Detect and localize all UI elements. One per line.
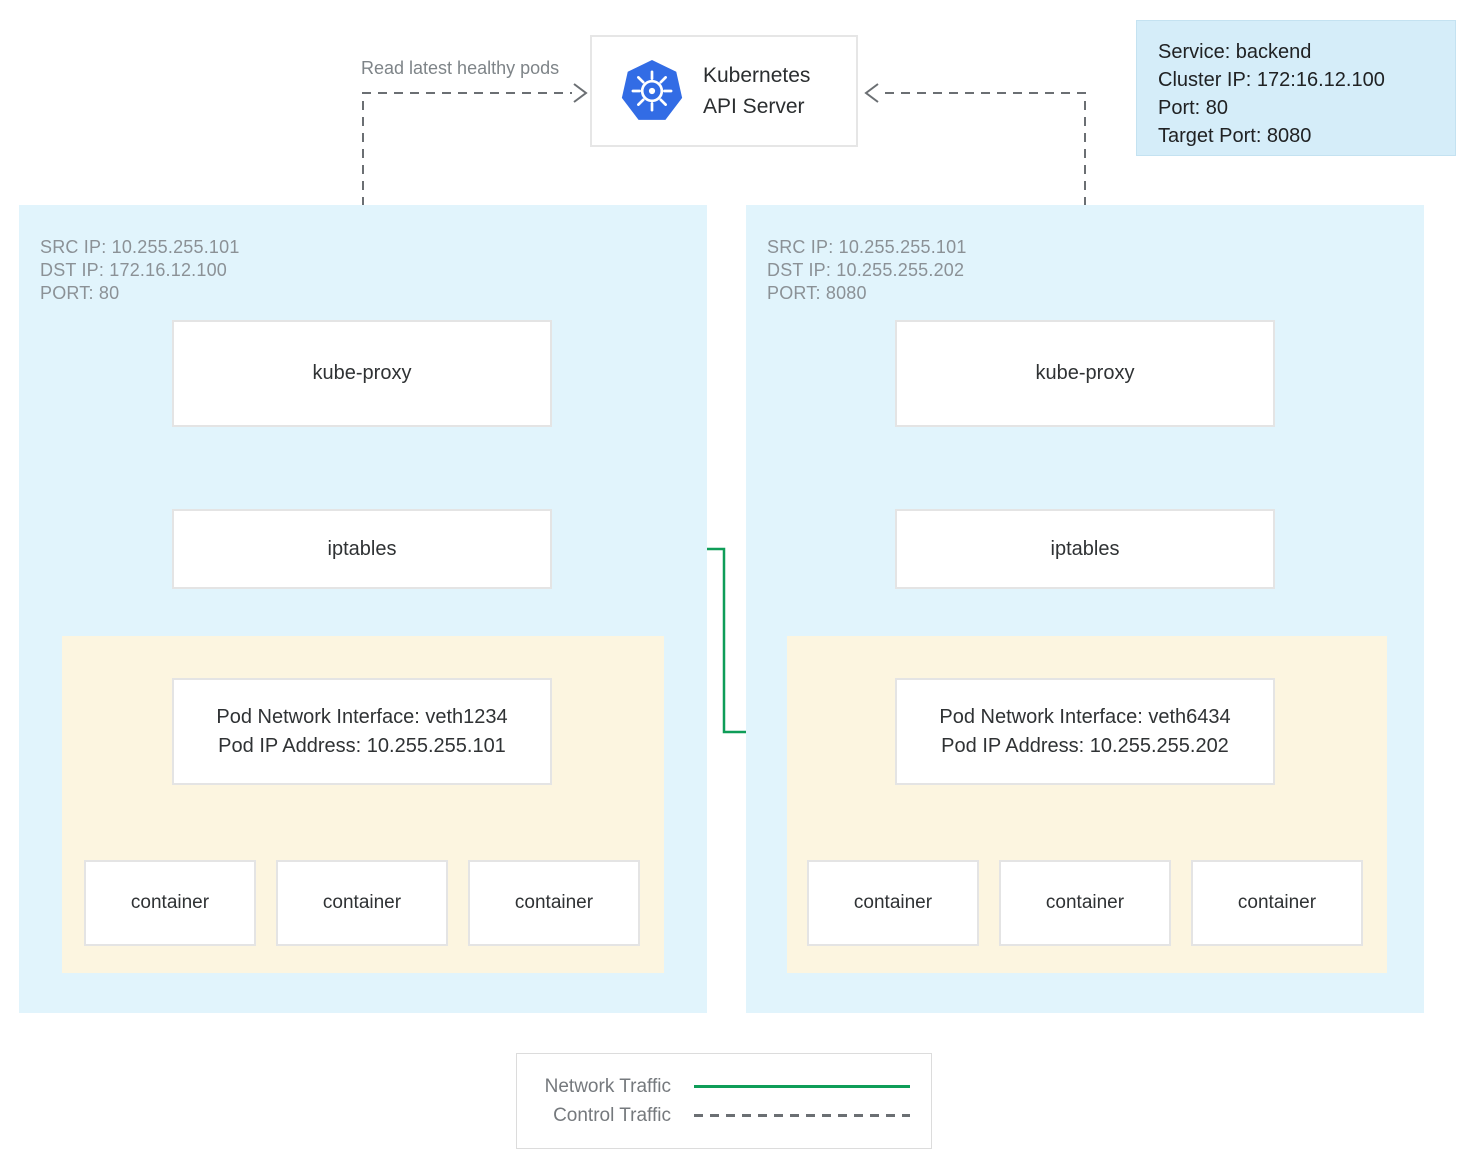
service-name: Service: backend: [1158, 41, 1312, 63]
legend-row-control: Control Traffic: [517, 1105, 931, 1127]
container-box: container: [1191, 860, 1363, 946]
api-server-label: Kubernetes API Server: [703, 60, 810, 122]
container-box: container: [999, 860, 1171, 946]
container-box: container: [468, 860, 640, 946]
node-right-dst-ip: DST IP: 10.255.255.202: [767, 260, 965, 280]
node-right-src-ip: SRC IP: 10.255.255.101: [767, 237, 967, 257]
read-latest-healthy-pods-label: Read latest healthy pods: [361, 58, 560, 78]
control-traffic-line-sample: [694, 1114, 910, 1117]
legend-network-traffic-label: Network Traffic: [544, 1075, 671, 1097]
api-server-label-line2: API Server: [703, 95, 805, 118]
node-left-header: SRC IP: 10.255.255.101 DST IP: 172.16.12…: [40, 236, 240, 305]
service-target-port: Target Port: 8080: [1158, 125, 1312, 147]
service-cluster-ip: Cluster IP: 172:16.12.100: [1158, 69, 1385, 91]
api-server-label-line1: Kubernetes: [703, 64, 811, 87]
iptables-box-right: iptables: [895, 509, 1275, 589]
legend-control-traffic-label: Control Traffic: [553, 1104, 671, 1126]
node-right-port: PORT: 8080: [767, 283, 867, 303]
pod-interface-left: Pod Network Interface: veth1234: [216, 705, 508, 728]
container-box: container: [807, 860, 979, 946]
pod-ip-right: Pod IP Address: 10.255.255.202: [941, 734, 1229, 757]
network-traffic-line-sample: [694, 1085, 910, 1088]
pod-interface-right: Pod Network Interface: veth6434: [939, 705, 1231, 728]
pod-network-interface-box-left: Pod Network Interface: veth1234 Pod IP A…: [172, 678, 552, 785]
kubernetes-api-server-box: Kubernetes API Server: [590, 35, 858, 147]
node-right-header: SRC IP: 10.255.255.101 DST IP: 10.255.25…: [767, 236, 967, 305]
node-left-dst-ip: DST IP: 172.16.12.100: [40, 260, 227, 280]
pod-ip-left: Pod IP Address: 10.255.255.101: [218, 734, 506, 757]
pod-network-interface-box-right: Pod Network Interface: veth6434 Pod IP A…: [895, 678, 1275, 785]
kube-proxy-box-left: kube-proxy: [172, 320, 552, 427]
service-info-card: Service: backend Cluster IP: 172:16.12.1…: [1136, 20, 1456, 156]
container-box: container: [276, 860, 448, 946]
service-port: Port: 80: [1158, 97, 1229, 119]
node-left-src-ip: SRC IP: 10.255.255.101: [40, 237, 240, 257]
node-left-port: PORT: 80: [40, 283, 120, 303]
legend-row-network: Network Traffic: [517, 1076, 931, 1098]
legend-box: Network Traffic Control Traffic: [516, 1053, 932, 1149]
container-box: container: [84, 860, 256, 946]
kube-proxy-box-right: kube-proxy: [895, 320, 1275, 427]
iptables-box-left: iptables: [172, 509, 552, 589]
kubernetes-logo-icon: [621, 60, 683, 120]
